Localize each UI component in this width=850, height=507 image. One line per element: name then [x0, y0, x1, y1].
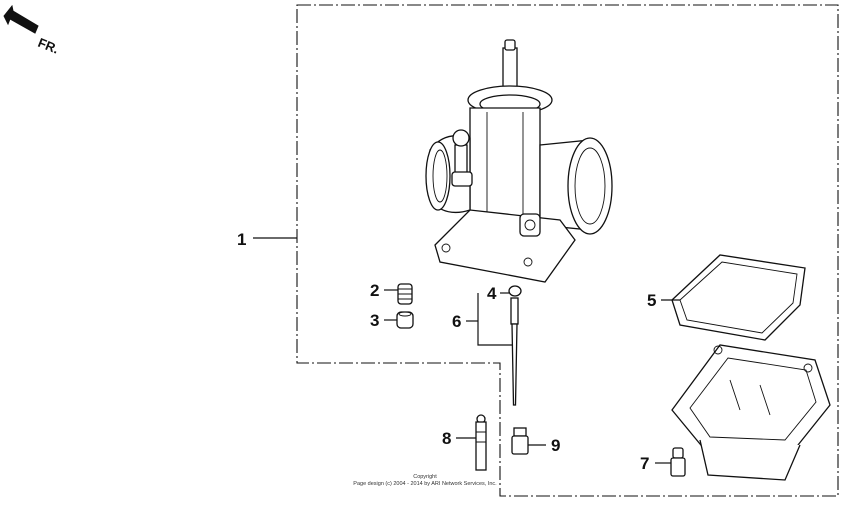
callout-labels: 1 2 3 4 5 6 7 8 9: [237, 230, 656, 473]
callout-1: 1: [237, 230, 246, 249]
part-8-pilot-screw: [475, 414, 487, 471]
part-2-spring: [397, 283, 413, 305]
assembly-boundary: [296, 4, 839, 497]
part-5-gasket: [671, 254, 806, 341]
front-direction-indicator: FR.: [3, 4, 61, 57]
float-chamber-bowl: [671, 344, 831, 481]
leader-lines: [253, 237, 680, 464]
part-4-clip: [508, 285, 522, 297]
callout-5: 5: [647, 291, 656, 310]
copyright-notice: Copyright Page design (c) 2004 - 2014 by…: [353, 474, 497, 487]
copyright-line-2: Page design (c) 2004 - 2014 by ARI Netwo…: [353, 481, 497, 487]
front-label: FR.: [36, 35, 61, 57]
front-arrow-icon: [3, 4, 39, 34]
copyright-line-1: Copyright: [413, 474, 437, 480]
part-3-cap: [396, 311, 414, 329]
callout-4: 4: [487, 284, 497, 303]
callout-9: 9: [551, 436, 560, 455]
callout-7: 7: [640, 454, 649, 473]
callout-3: 3: [370, 311, 379, 330]
callout-2: 2: [370, 281, 379, 300]
part-6-jet-needle: [510, 297, 519, 406]
callout-8: 8: [442, 429, 451, 448]
callout-6: 6: [452, 312, 461, 331]
part-9-jet: [511, 427, 529, 455]
carburetor-body: [425, 39, 613, 283]
part-7-drain-screw: [670, 447, 686, 477]
